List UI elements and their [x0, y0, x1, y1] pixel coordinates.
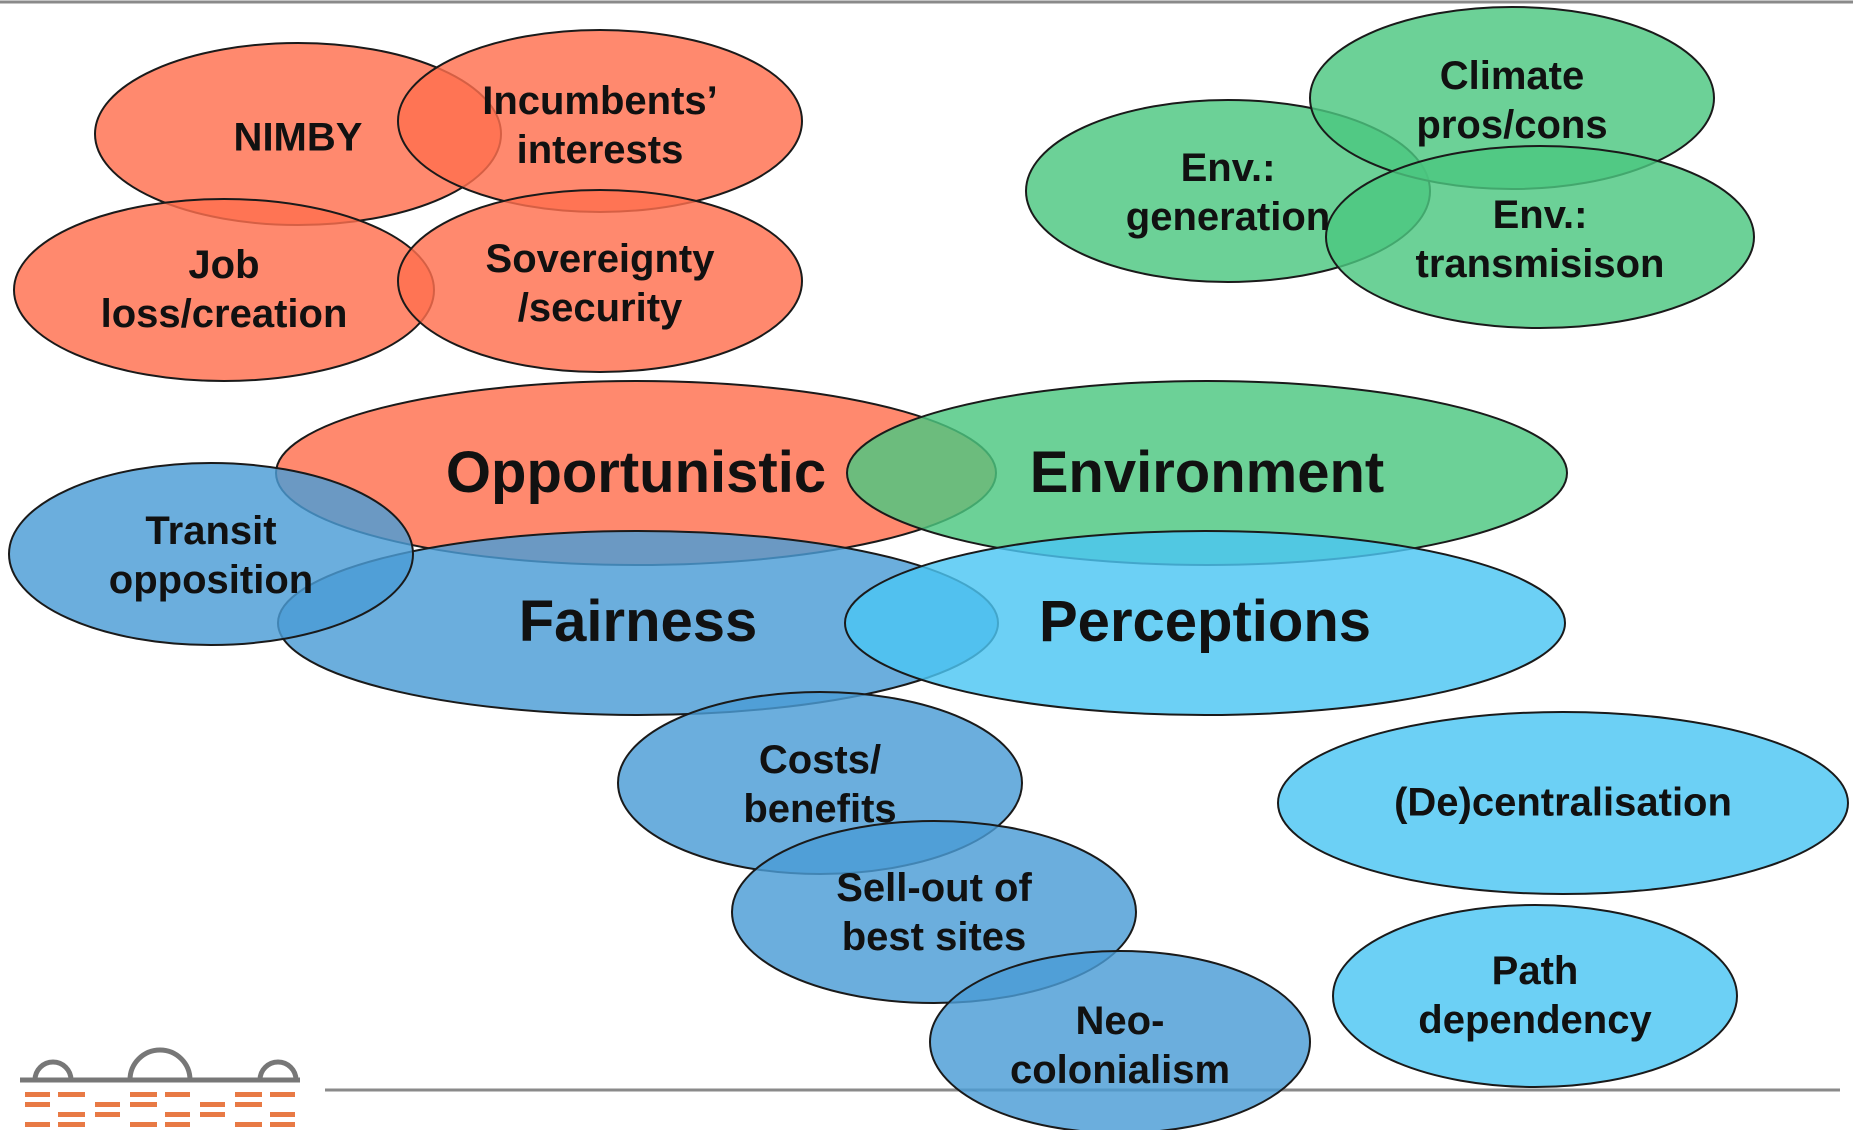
logo-bar — [95, 1112, 120, 1117]
logo-bar — [235, 1092, 262, 1097]
ellipse-sellout — [731, 820, 1137, 1004]
logo-bar — [95, 1102, 120, 1107]
ellipse-neo — [929, 950, 1311, 1130]
ellipse-sovereignty — [397, 189, 803, 373]
logo-bar — [165, 1122, 190, 1127]
logo-bar — [270, 1092, 295, 1097]
logo-bar — [235, 1122, 262, 1127]
logo-bar — [130, 1102, 157, 1107]
logo-bar — [235, 1102, 262, 1107]
ellipse-incumbents — [397, 29, 803, 213]
logo-bar — [25, 1092, 50, 1097]
logo-bar — [58, 1122, 85, 1127]
logo-bar — [130, 1122, 157, 1127]
ellipse-perceptions — [844, 530, 1566, 716]
logo-bar — [200, 1102, 225, 1107]
ellipse-path — [1332, 904, 1738, 1088]
logo-bar — [200, 1112, 225, 1117]
ellipse-transit — [8, 462, 414, 646]
logo-bar — [58, 1092, 85, 1097]
arch-logo-icon — [20, 1047, 300, 1127]
logo-bar — [165, 1112, 190, 1117]
logo-bar — [58, 1112, 85, 1117]
ellipse-job — [13, 198, 435, 382]
ellipse-decentralisation — [1277, 711, 1849, 895]
ellipse-env-transmission — [1325, 145, 1755, 329]
logo-bar — [25, 1102, 50, 1107]
logo-bar — [25, 1122, 50, 1127]
logo-bar — [130, 1092, 157, 1097]
logo-bar — [270, 1112, 295, 1117]
logo-bar — [270, 1122, 295, 1127]
ellipse-layer — [8, 6, 1849, 1130]
logo-bar — [165, 1092, 190, 1097]
